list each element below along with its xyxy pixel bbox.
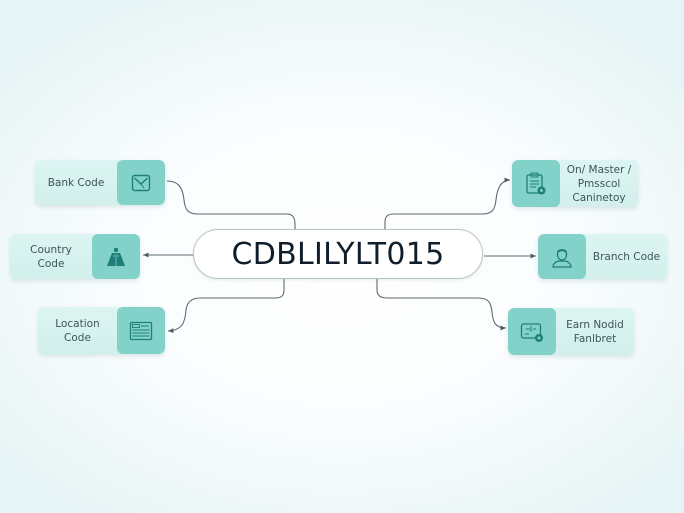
node-bank-code[interactable]: Bank Code bbox=[35, 160, 165, 205]
clipboard-badge-icon bbox=[512, 160, 560, 207]
node-location-code[interactable]: Location Code bbox=[38, 307, 165, 354]
panel-badge-icon bbox=[508, 308, 556, 355]
connector-master bbox=[384, 177, 511, 230]
node-label: Country Code bbox=[30, 243, 72, 270]
building-icon bbox=[92, 234, 140, 279]
center-node-label: CDBLILYLT015 bbox=[231, 236, 445, 272]
node-label: Bank Code bbox=[47, 176, 105, 189]
connector-earn bbox=[376, 279, 507, 331]
connector-bank bbox=[166, 180, 296, 230]
document-lines-icon bbox=[117, 307, 165, 354]
person-icon bbox=[538, 234, 586, 279]
node-master-personal-category[interactable]: On/ Master / Pmsscol Caninetoy bbox=[512, 160, 638, 207]
center-node[interactable]: CDBLILYLT015 bbox=[193, 229, 483, 279]
node-earn-nodal-fanlbret[interactable]: Earn Nodid Fanlbret bbox=[508, 308, 634, 355]
node-label: Earn Nodid Fanlbret bbox=[566, 318, 624, 345]
node-label: Branch Code bbox=[592, 250, 661, 263]
connector-location bbox=[167, 279, 285, 334]
node-label: On/ Master / Pmsscol Caninetoy bbox=[566, 163, 632, 204]
envelope-icon bbox=[117, 160, 165, 205]
node-branch-code[interactable]: Branch Code bbox=[538, 234, 667, 279]
node-label: Location Code bbox=[55, 317, 100, 344]
node-country-code[interactable]: Country Code bbox=[10, 234, 140, 279]
